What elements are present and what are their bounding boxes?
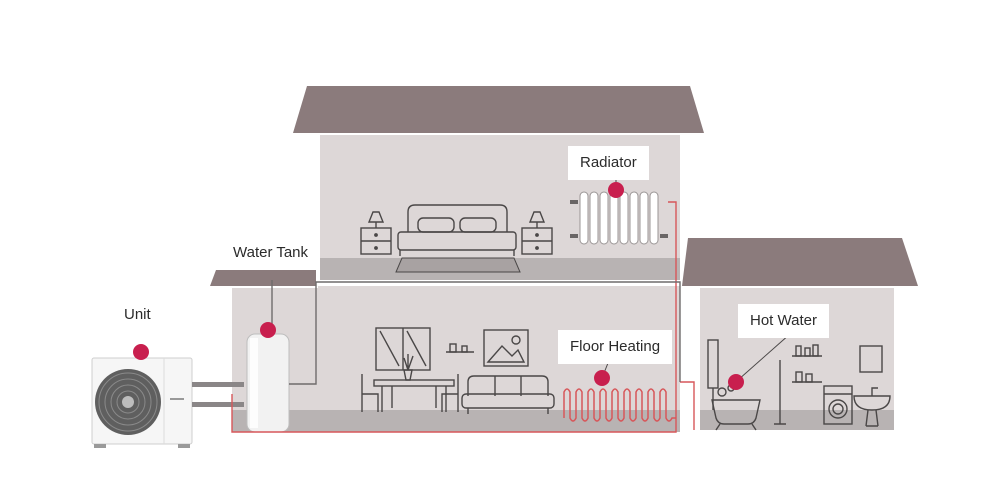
living-room-furniture bbox=[361, 327, 555, 414]
lamp-left-icon bbox=[367, 211, 385, 228]
hot-water-marker[interactable] bbox=[728, 374, 744, 390]
bathroom-base bbox=[700, 410, 894, 430]
chair-right bbox=[441, 374, 459, 412]
main-roof bbox=[293, 86, 704, 133]
bedroom-rug bbox=[395, 257, 521, 273]
radiator-pipe bbox=[318, 201, 677, 433]
sink bbox=[853, 395, 891, 411]
unit-label: Unit bbox=[124, 306, 151, 323]
radiator-marker[interactable] bbox=[608, 182, 624, 198]
bed-legs bbox=[399, 250, 515, 256]
mirror bbox=[859, 345, 883, 373]
outdoor-heat-pump-unit bbox=[91, 357, 193, 448]
hot-water-label: Hot Water bbox=[738, 304, 829, 338]
dining-table bbox=[373, 379, 455, 387]
heating-pipes bbox=[231, 201, 695, 433]
water-tank-label: Water Tank bbox=[221, 236, 321, 270]
hot-water-pipe bbox=[680, 381, 695, 430]
bed-frame bbox=[397, 231, 517, 251]
water-tank-marker[interactable] bbox=[260, 322, 276, 338]
mop-icon bbox=[774, 360, 786, 425]
sofa bbox=[467, 375, 549, 396]
floor-heating-pipe bbox=[231, 394, 318, 433]
lower-floor-base bbox=[318, 410, 680, 432]
washing-machine bbox=[823, 385, 853, 425]
hotspot-markers bbox=[133, 182, 744, 390]
unit-marker[interactable] bbox=[133, 344, 149, 360]
bathtub bbox=[711, 399, 761, 425]
bedroom-furniture bbox=[360, 204, 553, 256]
lamp-right-icon bbox=[528, 211, 546, 228]
floor-heating-marker[interactable] bbox=[594, 370, 610, 386]
chair-left bbox=[361, 374, 379, 412]
unit-pipes bbox=[192, 382, 244, 407]
radiator-icon bbox=[570, 191, 668, 245]
water-tank bbox=[246, 333, 290, 433]
annex-roof bbox=[210, 270, 316, 286]
picture-frame bbox=[483, 329, 529, 367]
bed-headboard bbox=[407, 204, 508, 232]
bathroom-roof bbox=[682, 238, 918, 286]
radiator-label: Radiator bbox=[568, 146, 649, 180]
tank-annex bbox=[210, 270, 318, 432]
bathroom-fixtures bbox=[707, 339, 891, 431]
floor-heating-label: Floor Heating bbox=[558, 330, 673, 364]
floor-heating-coil bbox=[563, 388, 676, 422]
